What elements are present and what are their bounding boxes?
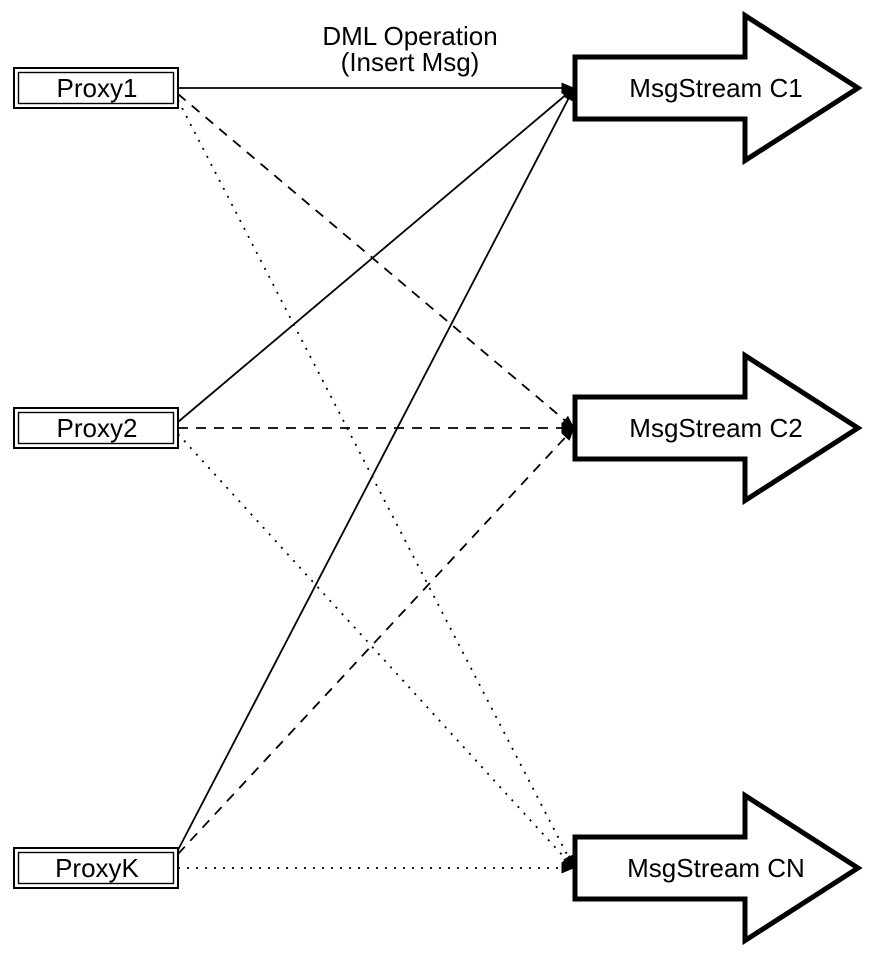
msgstream-cn-label: MsgStream CN (627, 853, 805, 883)
edges (177, 82, 575, 874)
proxy1-box-inner-border (17, 71, 175, 105)
node-msgstream-cn: MsgStream CN (572, 790, 863, 946)
edge-proxy2-to-cn (177, 433, 575, 869)
proxy2-box (13, 407, 179, 449)
msgstream-c1-label: MsgStream C1 (629, 73, 802, 103)
msgstream-cn-arrow-shape (572, 790, 863, 946)
edge-annotation-line2: (Insert Msg) (341, 47, 480, 77)
node-proxyk: ProxyK (13, 847, 179, 889)
node-msgstream-c1: MsgStream C1 (572, 10, 863, 166)
node-msgstream-c2: MsgStream C2 (572, 350, 863, 506)
proxyk-label: ProxyK (55, 853, 139, 883)
proxy1-label: Proxy1 (57, 73, 138, 103)
proxy1-box (13, 67, 179, 109)
edge-proxyk-to-c2 (177, 427, 575, 855)
edge-proxy1-to-c2 (177, 93, 575, 429)
node-proxy2: Proxy2 (13, 407, 179, 449)
edge-proxy2-to-c1 (177, 87, 575, 423)
proxy2-label: Proxy2 (57, 413, 138, 443)
msgstream-c2-label: MsgStream C2 (629, 413, 802, 443)
edge-proxyk-to-c1 (177, 87, 575, 851)
edge-annotation-line1: DML Operation (322, 21, 497, 51)
edge-proxy1-to-cn (177, 99, 575, 869)
edge-annotation: DML Operation (Insert Msg) (322, 21, 497, 77)
node-proxy1: Proxy1 (13, 67, 179, 109)
proxyk-box-inner-border (17, 851, 175, 885)
msgstream-c1-arrow-shape (572, 10, 863, 166)
proxyk-box (13, 847, 179, 889)
proxy2-box-inner-border (17, 411, 175, 445)
msgstream-c2-arrow-shape (572, 350, 863, 506)
